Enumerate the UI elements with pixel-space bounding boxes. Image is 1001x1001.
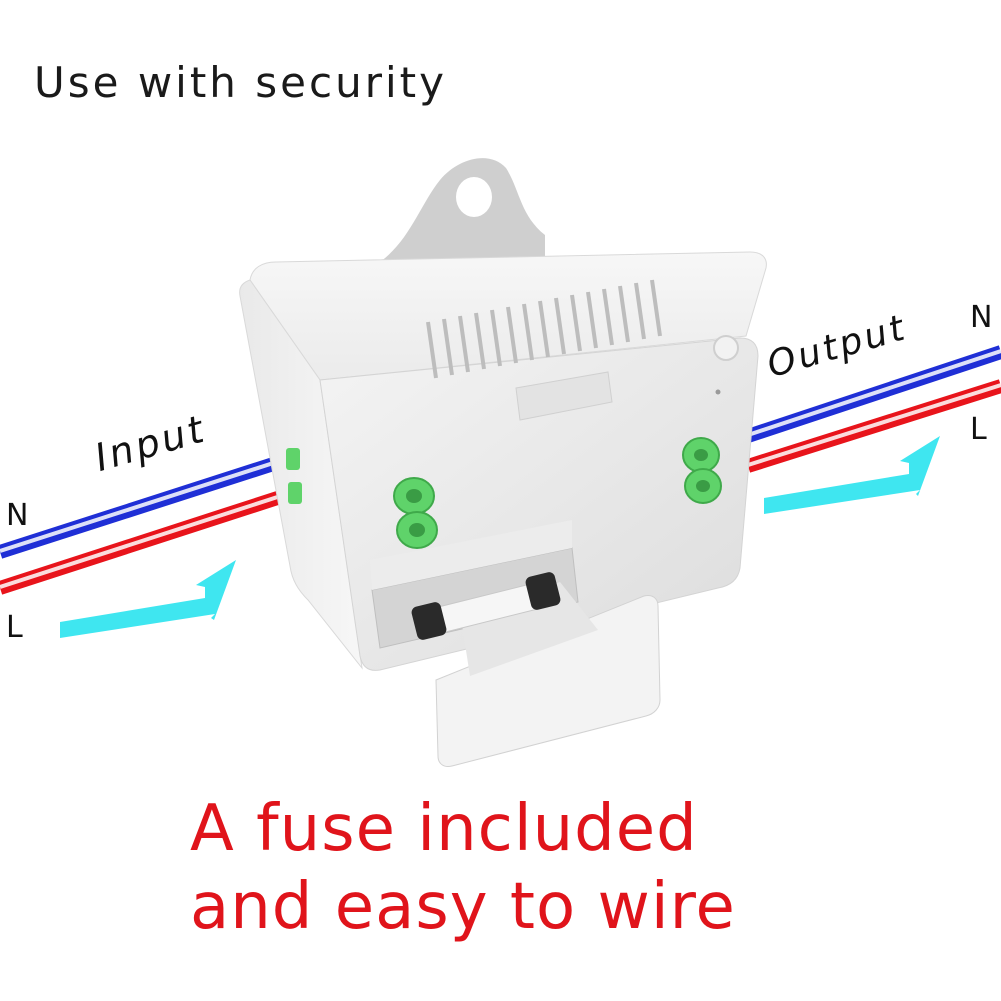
input-terminal — [393, 477, 438, 549]
fuse — [411, 572, 561, 640]
status-led — [715, 389, 721, 395]
output-live-label: L — [970, 412, 987, 447]
input-flow-arrow — [60, 560, 236, 638]
output-terminal — [682, 437, 722, 504]
output-flow-arrow — [764, 436, 940, 514]
caption-line-1: A fuse included — [190, 792, 698, 866]
pairing-button[interactable] — [713, 335, 739, 361]
input-live-label: L — [6, 610, 23, 645]
input-neutral-label: N — [6, 498, 29, 533]
mounting-tab — [380, 158, 545, 262]
output-neutral-label: N — [970, 300, 993, 335]
heading: Use with security — [34, 58, 447, 107]
vent-grille — [426, 279, 662, 379]
input-wires — [0, 451, 299, 595]
label-recess — [515, 371, 613, 421]
output-wires — [745, 345, 1001, 473]
fuse-drawer[interactable] — [435, 595, 661, 767]
relay-side-face — [239, 279, 363, 670]
caption-line-2: and easy to wire — [190, 870, 736, 944]
